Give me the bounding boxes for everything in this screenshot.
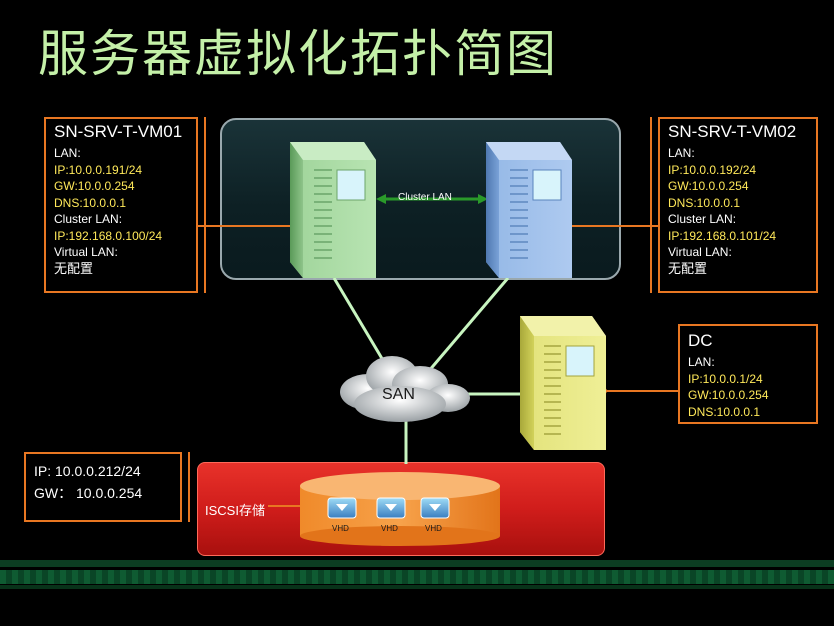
page-title: 服务器虚拟化拓扑简图	[38, 25, 558, 83]
vhd-label: VHD	[332, 524, 349, 533]
vm01-box-edge	[204, 117, 206, 293]
footer-pattern	[0, 570, 834, 584]
disk-icon	[327, 497, 357, 519]
dc-ip: IP:10.0.0.1/24	[688, 371, 763, 386]
vm02-info-box: SN-SRV-T-VM02 LAN: IP:10.0.0.192/24 GW:1…	[658, 117, 818, 293]
server-yellow-icon	[520, 316, 606, 450]
dc-info-box: DC LAN: IP:10.0.0.1/24 GW:10.0.0.254 DNS…	[678, 324, 818, 424]
vm02-virtual-label: Virtual LAN:	[668, 245, 732, 259]
vm02-name: SN-SRV-T-VM02	[668, 122, 797, 141]
vm01-cluster-ip: IP:192.168.0.100/24	[54, 228, 163, 243]
arrow-right-icon	[478, 194, 488, 204]
footer-strip	[0, 560, 834, 567]
vm02-dns: DNS:10.0.0.1	[668, 195, 741, 210]
disk-icon	[376, 497, 406, 519]
vm01-gw: GW:10.0.0.254	[54, 179, 135, 193]
vm02-lan-label: LAN:	[668, 146, 695, 160]
vm01-lan-label: LAN:	[54, 146, 81, 160]
dc-dns: DNS:10.0.0.1	[688, 404, 761, 419]
vm01-name: SN-SRV-T-VM01	[54, 122, 183, 141]
vm01-ip: IP:10.0.0.191/24	[54, 162, 143, 177]
vm01-dns: DNS:10.0.0.1	[54, 195, 127, 210]
vm02-box-edge	[650, 117, 652, 293]
vm01-cluster-label: Cluster LAN:	[54, 212, 123, 226]
disk-icon	[420, 497, 450, 519]
vhd-label: VHD	[381, 524, 398, 533]
server-green-icon	[290, 142, 376, 278]
vm02-cluster-ip: IP:192.168.0.101/24	[668, 228, 777, 243]
iscsi-label: ISCSI存储	[205, 503, 265, 518]
vm02-cluster-label: Cluster LAN:	[668, 212, 737, 226]
arrow-left-icon	[376, 194, 386, 204]
dc-gw: GW:10.0.0.254	[688, 388, 769, 402]
vm02-ip: IP:10.0.0.192/24	[668, 162, 757, 177]
storage-ip: IP: 10.0.0.212/24	[34, 463, 141, 479]
server-blue-icon	[486, 142, 572, 278]
storage-gw: GW： 10.0.0.254	[34, 485, 143, 501]
vm02-gw: GW:10.0.0.254	[668, 179, 749, 193]
storage-info-box: IP: 10.0.0.212/24 GW： 10.0.0.254	[24, 452, 182, 522]
dc-name: DC	[688, 331, 713, 350]
storage-box-edge	[188, 452, 190, 522]
san-label: SAN	[382, 386, 415, 403]
footer-line	[0, 585, 834, 589]
vhd-label: VHD	[425, 524, 442, 533]
cluster-lan-label: Cluster LAN	[398, 192, 452, 203]
link-vm01-san	[332, 277, 392, 373]
vm01-virtual-value: 无配置	[54, 260, 94, 276]
cloud-icon	[340, 356, 470, 422]
dc-lan-label: LAN:	[688, 355, 715, 369]
link-vm02-san	[426, 277, 510, 373]
vm01-info-box: SN-SRV-T-VM01 LAN: IP:10.0.0.191/24 GW:1…	[44, 117, 198, 293]
vm02-virtual-value: 无配置	[668, 260, 708, 276]
vm01-virtual-label: Virtual LAN:	[54, 245, 118, 259]
